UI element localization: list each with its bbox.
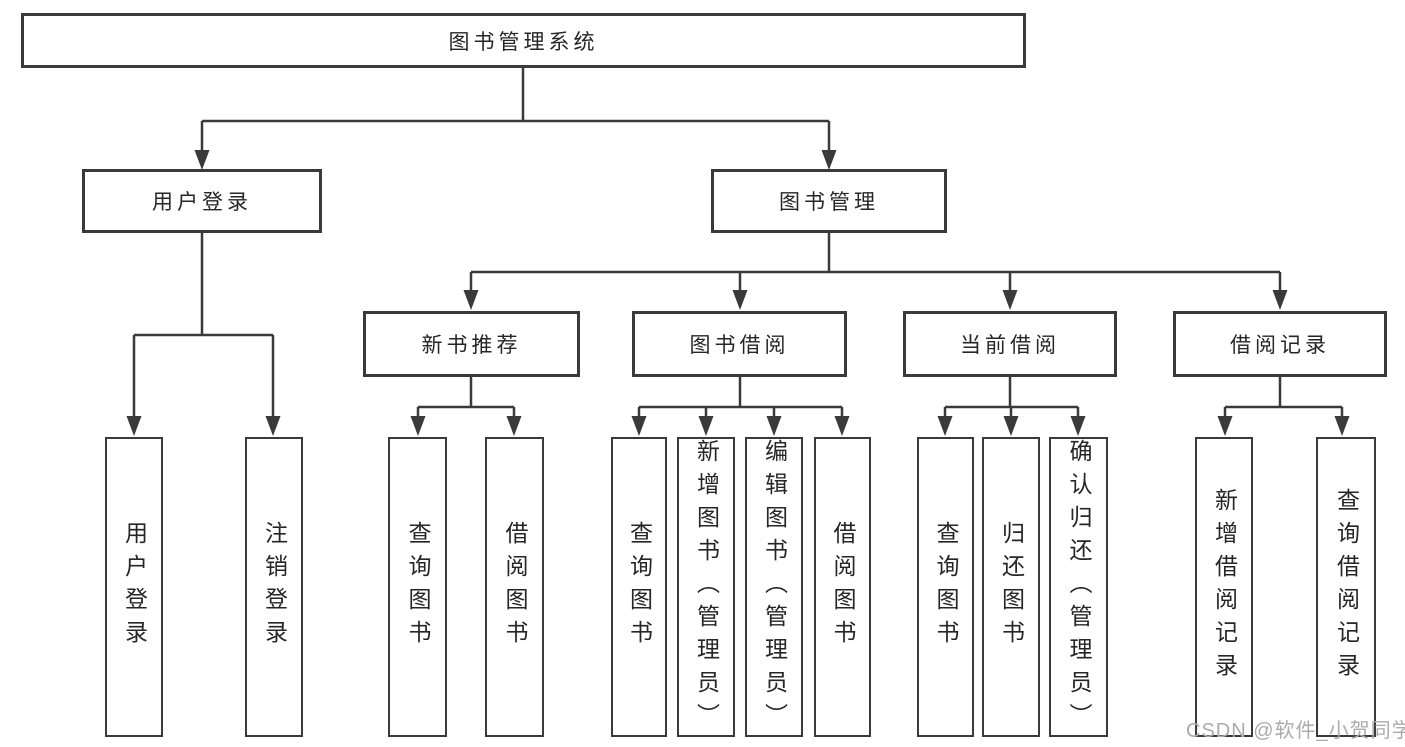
edge-userlogin-to-leaves (132, 233, 275, 418)
arrowhead-icon (194, 150, 210, 170)
leaf-bb-edit-books-admin-label: 编辑图书（管理员） (761, 438, 788, 736)
node-borrow-records-label: 借阅记录 (1230, 334, 1330, 357)
node-book-borrow-label: 图书借阅 (689, 334, 790, 357)
connector-shafts (132, 68, 1344, 418)
leaf-rec-query-books-label: 查询图书 (405, 521, 431, 653)
leaf-logout-label: 注销登录 (261, 521, 288, 653)
leaf-bb-edit-books-admin: 编辑图书（管理员） (745, 437, 803, 737)
node-root: 图书管理系统 (21, 13, 1026, 68)
leaf-user-login: 用户登录 (105, 437, 163, 737)
edge-bookborrow-to-leaves (637, 377, 844, 418)
arrowhead-icon (698, 416, 714, 436)
arrowhead-icon (631, 416, 647, 436)
leaf-rec-borrow-books-label: 借阅图书 (502, 521, 528, 653)
arrowhead-icon (265, 416, 281, 436)
arrowhead-icon (1217, 416, 1233, 436)
leaf-bb-query-books-label: 查询图书 (626, 521, 653, 653)
node-book-mgmt: 图书管理 (711, 169, 947, 233)
node-root-label: 图书管理系统 (448, 30, 599, 54)
node-user-login: 用户登录 (82, 169, 322, 233)
arrowhead-icon (937, 416, 953, 436)
arrowhead-icon (732, 290, 748, 310)
node-current-borrow: 当前借阅 (903, 311, 1117, 377)
edge-currentborrow-to-leaves (943, 377, 1080, 418)
leaf-bb-borrow-books: 借阅图书 (814, 437, 871, 737)
leaf-user-login-label: 用户登录 (121, 521, 148, 653)
leaf-br-add-record: 新增借阅记录 (1195, 437, 1253, 737)
leaf-cb-confirm-return-admin-label: 确认归还（管理员） (1066, 438, 1092, 736)
watermark: CSDN @软件_小贺同学 (1186, 720, 1405, 742)
leaf-bb-query-books: 查询图书 (611, 437, 667, 737)
node-new-book-rec-label: 新书推荐 (421, 334, 522, 357)
leaf-cb-query-books: 查询图书 (917, 437, 974, 737)
arrowhead-icon (821, 150, 837, 170)
leaf-cb-query-books-label: 查询图书 (933, 521, 959, 653)
node-current-borrow-label: 当前借阅 (960, 334, 1060, 357)
edge-bookmgmt-to-level3 (469, 233, 1282, 292)
edge-newbookrec-to-leaves (416, 377, 516, 418)
arrowhead-icon (1070, 416, 1086, 436)
arrowhead-icon (126, 416, 142, 436)
arrowhead-icon (1334, 416, 1350, 436)
arrowhead-icon (506, 416, 522, 436)
node-new-book-rec: 新书推荐 (363, 311, 580, 377)
node-user-login-label: 用户登录 (152, 191, 252, 214)
leaf-br-query-record-label: 查询借阅记录 (1333, 488, 1360, 686)
leaf-bb-borrow-books-label: 借阅图书 (830, 521, 856, 653)
leaf-bb-add-books-admin: 新增图书（管理员） (677, 437, 735, 737)
leaf-bb-add-books-admin-label: 新增图书（管理员） (693, 438, 720, 736)
arrowhead-icon (463, 290, 479, 310)
arrowhead-icon (1003, 416, 1019, 436)
leaf-cb-confirm-return-admin: 确认归还（管理员） (1049, 437, 1108, 737)
arrowhead-icon (410, 416, 426, 436)
node-book-borrow: 图书借阅 (632, 311, 847, 377)
arrowhead-icon (766, 416, 782, 436)
leaf-logout: 注销登录 (245, 437, 303, 737)
leaf-cb-return-books: 归还图书 (982, 437, 1040, 737)
edge-root-to-level2 (200, 68, 831, 152)
leaf-rec-query-books: 查询图书 (388, 437, 447, 737)
edge-borrowrecords-to-leaves (1223, 377, 1344, 418)
arrowhead-icon (834, 416, 850, 436)
node-book-mgmt-label: 图书管理 (779, 191, 879, 214)
leaf-br-add-record-label: 新增借阅记录 (1211, 488, 1238, 686)
arrowheads (126, 150, 1350, 436)
leaf-cb-return-books-label: 归还图书 (998, 521, 1025, 653)
leaf-rec-borrow-books: 借阅图书 (485, 437, 544, 737)
arrowhead-icon (1002, 290, 1018, 310)
node-borrow-records: 借阅记录 (1173, 311, 1387, 377)
leaf-br-query-record: 查询借阅记录 (1316, 437, 1376, 737)
arrowhead-icon (1272, 290, 1288, 310)
